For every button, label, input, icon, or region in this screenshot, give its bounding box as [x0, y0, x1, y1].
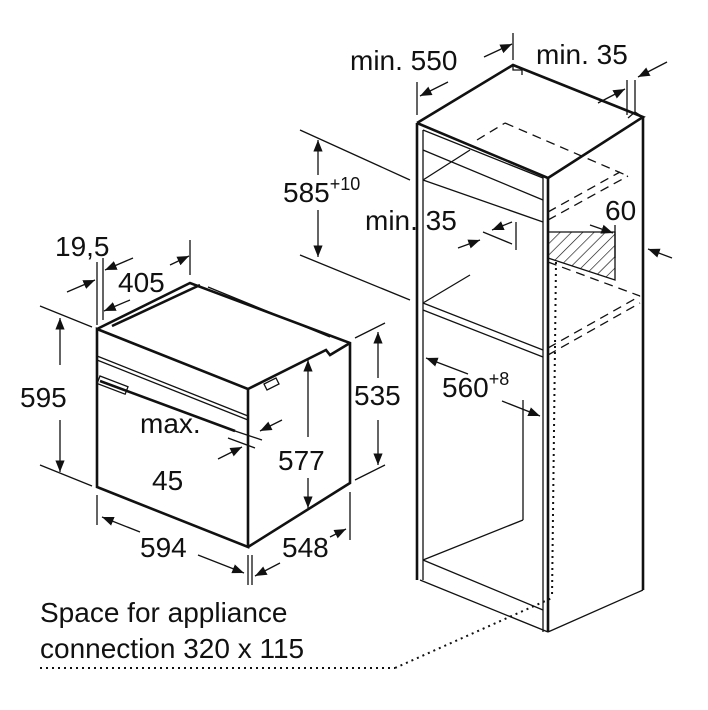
- note-leader-diagonal: [394, 597, 553, 669]
- dim-min-depth: min. 550: [350, 45, 457, 76]
- dim-niche-height: 585+10: [283, 174, 360, 208]
- oven-drawing: [95, 281, 352, 549]
- note-line-2: connection 320 x 115: [40, 633, 304, 664]
- vent-hatch: [547, 231, 616, 281]
- dim-side-height: 577: [278, 445, 325, 476]
- note-line-1: Space for appliance: [40, 597, 288, 628]
- dim-door-gap-label: max.: [140, 408, 201, 439]
- dim-niche-width: 560+8: [442, 369, 509, 403]
- dim-vent: 60: [605, 195, 636, 226]
- dim-panel-depth: 19,5: [55, 231, 110, 262]
- cabinet-drawing: [415, 63, 646, 633]
- dim-min-back-gap: min. 35: [536, 39, 628, 70]
- dim-oven-height: 595: [20, 382, 67, 413]
- dim-inner-height: 535: [354, 380, 401, 411]
- dim-door-gap-value: 45: [152, 465, 183, 496]
- dim-min-shelf-gap: min. 35: [365, 205, 457, 236]
- dim-oven-width: 594: [140, 532, 187, 563]
- dim-oven-depth: 548: [282, 532, 329, 563]
- cabinet-dimensions: [299, 33, 673, 417]
- dim-top-depth: 405: [118, 267, 165, 298]
- oven-dimensions: [39, 240, 386, 585]
